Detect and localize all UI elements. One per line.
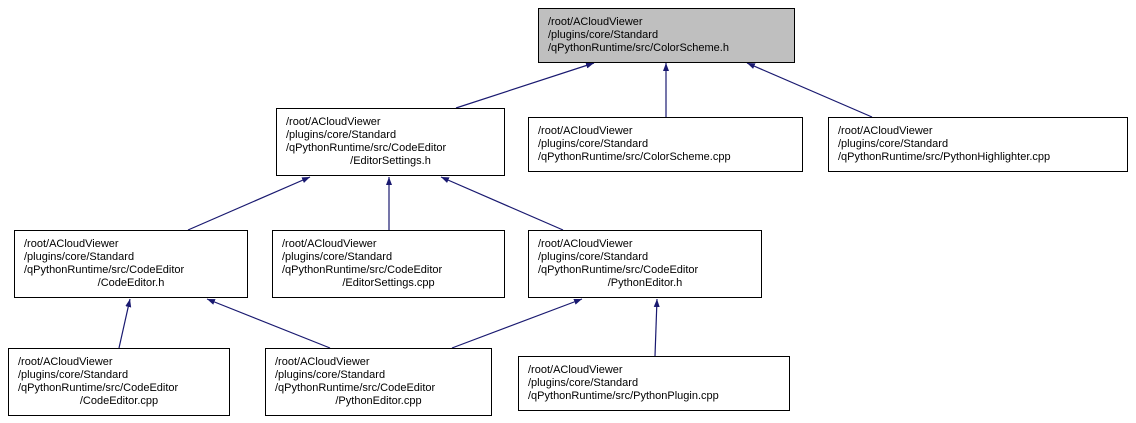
edge-pythonplugin-cpp-to-pythoneditor-h (653, 298, 660, 357)
node-text-line: /qPythonRuntime/src/ColorScheme.cpp (538, 151, 731, 163)
graph-node-editorsettings-h[interactable]: /root/ACloudViewer /plugins/core/Standar… (276, 108, 505, 176)
node-text-line: /plugins/core/Standard (538, 251, 649, 263)
node-text-line: /qPythonRuntime/src/CodeEditor (282, 264, 443, 276)
edge-codeeditor-h-to-editorsettings-h (187, 176, 311, 231)
node-text-line: /plugins/core/Standard (24, 251, 135, 263)
graph-node-pythoneditor-h[interactable]: /root/ACloudViewer /plugins/core/Standar… (528, 230, 762, 298)
node-text-line: /root/ACloudViewer (528, 364, 623, 376)
edge-pythoneditor-cpp-to-codeeditor-h (206, 298, 331, 349)
node-text-line: /qPythonRuntime/src/CodeEditor (538, 264, 699, 276)
node-text-line: /qPythonRuntime/src/CodeEditor (18, 382, 179, 394)
node-text-line: /plugins/core/Standard (286, 129, 397, 141)
node-text-line: /root/ACloudViewer (282, 238, 377, 250)
node-text-line: /qPythonRuntime/src/PythonHighlighter.cp… (838, 151, 1051, 163)
node-text-line: /root/ACloudViewer (538, 125, 633, 137)
node-text-line: /plugins/core/Standard (538, 138, 649, 150)
node-text-line: /root/ACloudViewer (24, 238, 119, 250)
graph-node-codeeditor-h[interactable]: /root/ACloudViewer /plugins/core/Standar… (14, 230, 248, 298)
graph-node-pythonhighlighter-cpp[interactable]: /root/ACloudViewer /plugins/core/Standar… (828, 117, 1128, 172)
node-text-line: /root/ACloudViewer (286, 116, 381, 128)
node-text-line: /qPythonRuntime/src/CodeEditor (286, 142, 447, 154)
node-text-line: /qPythonRuntime/src/CodeEditor (275, 382, 436, 394)
edge-pythoneditor-h-to-editorsettings-h (440, 176, 564, 231)
graph-node-editorsettings-cpp[interactable]: /root/ACloudViewer /plugins/core/Standar… (272, 230, 505, 298)
node-text-line: /PythonEditor.cpp (335, 395, 422, 407)
node-text-line: /EditorSettings.cpp (342, 277, 435, 289)
node-text-line: /PythonEditor.h (607, 277, 683, 289)
graph-node-colorscheme-h[interactable]: /root/ACloudViewer /plugins/core/Standar… (538, 8, 795, 63)
node-text-line: /qPythonRuntime/src/PythonPlugin.cpp (528, 390, 719, 402)
node-text-line: /root/ACloudViewer (275, 356, 370, 368)
node-text-line: /root/ACloudViewer (548, 16, 643, 28)
node-text-line: /CodeEditor.h (97, 277, 165, 289)
node-text-line: /plugins/core/Standard (548, 29, 659, 41)
graph-node-colorscheme-cpp[interactable]: /root/ACloudViewer /plugins/core/Standar… (528, 117, 803, 172)
node-text-line: /root/ACloudViewer (18, 356, 113, 368)
node-text-line: /plugins/core/Standard (282, 251, 393, 263)
node-text-line: /EditorSettings.h (350, 155, 431, 167)
node-text-line: /CodeEditor.cpp (79, 395, 159, 407)
graph-node-codeeditor-cpp[interactable]: /root/ACloudViewer /plugins/core/Standar… (8, 348, 230, 416)
node-text-line: /plugins/core/Standard (18, 369, 129, 381)
edge-codeeditor-cpp-to-codeeditor-h (118, 298, 132, 349)
node-text-line: /plugins/core/Standard (275, 369, 386, 381)
node-text-line: /qPythonRuntime/src/ColorScheme.h (548, 42, 729, 54)
edge-pythonhighlighter-cpp-to-colorscheme-h (746, 62, 873, 118)
node-text-line: /root/ACloudViewer (838, 125, 933, 137)
node-text-line: /root/ACloudViewer (538, 238, 633, 250)
edge-editorsettings-h-to-colorscheme-h (455, 62, 595, 109)
node-text-line: /plugins/core/Standard (528, 377, 639, 389)
graph-node-pythoneditor-cpp[interactable]: /root/ACloudViewer /plugins/core/Standar… (265, 348, 492, 416)
node-text-line: /plugins/core/Standard (838, 138, 949, 150)
edge-pythoneditor-cpp-to-pythoneditor-h (451, 298, 583, 349)
graph-node-pythonplugin-cpp[interactable]: /root/ACloudViewer /plugins/core/Standar… (518, 356, 790, 411)
node-text-line: /qPythonRuntime/src/CodeEditor (24, 264, 185, 276)
